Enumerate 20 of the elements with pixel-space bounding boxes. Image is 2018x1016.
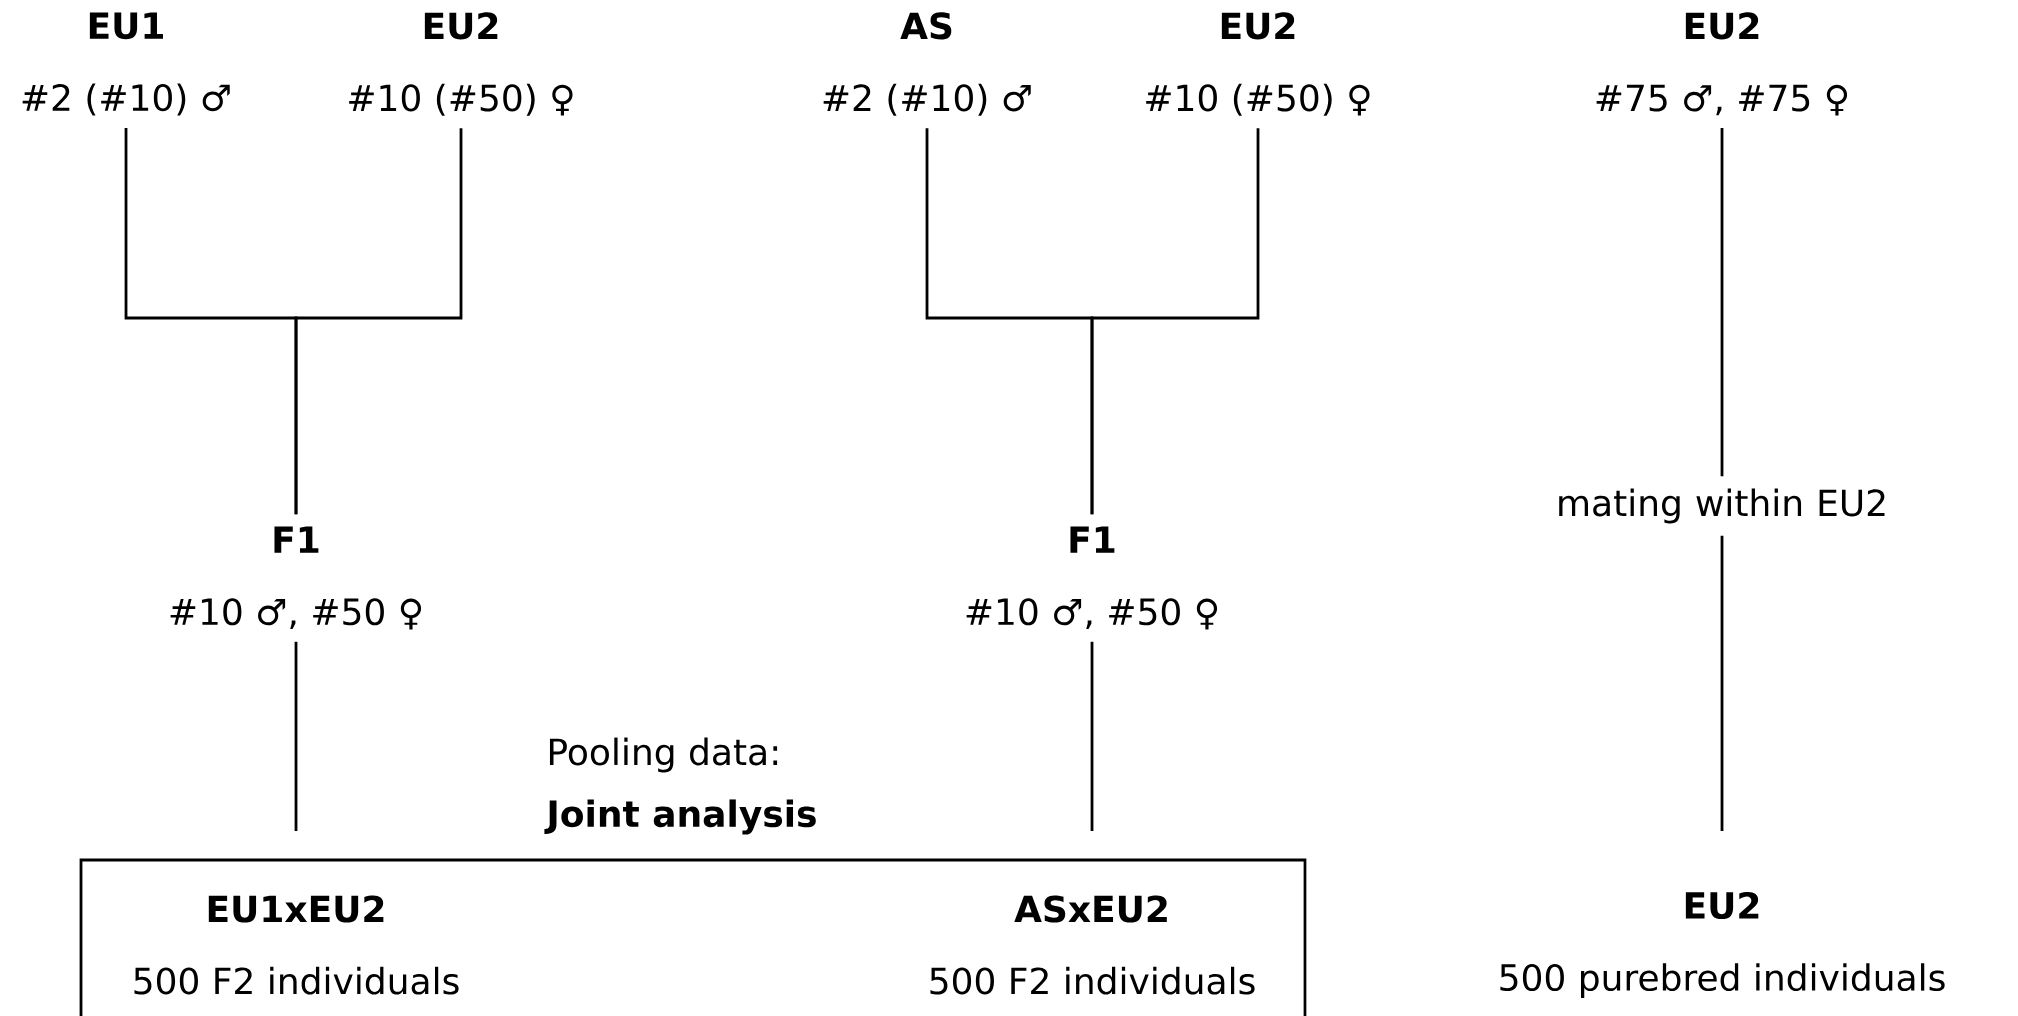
pooling-box <box>79 858 1307 1016</box>
connector-line <box>294 641 298 831</box>
population-label: EU1 #2 (#10) ♂ <box>22 12 230 116</box>
population-label: EU2 500 purebred individuals <box>1500 891 1945 999</box>
mating-label: mating within EU2 <box>1559 488 1885 524</box>
connector-line <box>1720 128 1724 477</box>
population-label: F1 #10 ♂, #50 ♀ <box>170 526 422 630</box>
box-heading: Joint analysis <box>544 799 816 835</box>
box-heading: Pooling data: <box>549 737 778 773</box>
population-label: F1 #10 ♂, #50 ♀ <box>966 526 1218 630</box>
connector-line <box>1090 128 1260 515</box>
connector-line <box>294 128 463 515</box>
population-label: EU2 #10 (#50) ♀ <box>1146 12 1370 116</box>
population-label: EU2 #75 ♂, #75 ♀ <box>1596 12 1848 116</box>
connector-line <box>1720 535 1724 831</box>
connector-line <box>1090 641 1094 831</box>
population-label: EU1xEU2 500 F2 individuals <box>134 895 459 995</box>
population-label: ASxEU2 500 F2 individuals <box>930 895 1255 995</box>
population-label: AS #2 (#10) ♂ <box>823 12 1031 116</box>
population-label: EU2 #10 (#50) ♀ <box>349 12 573 116</box>
